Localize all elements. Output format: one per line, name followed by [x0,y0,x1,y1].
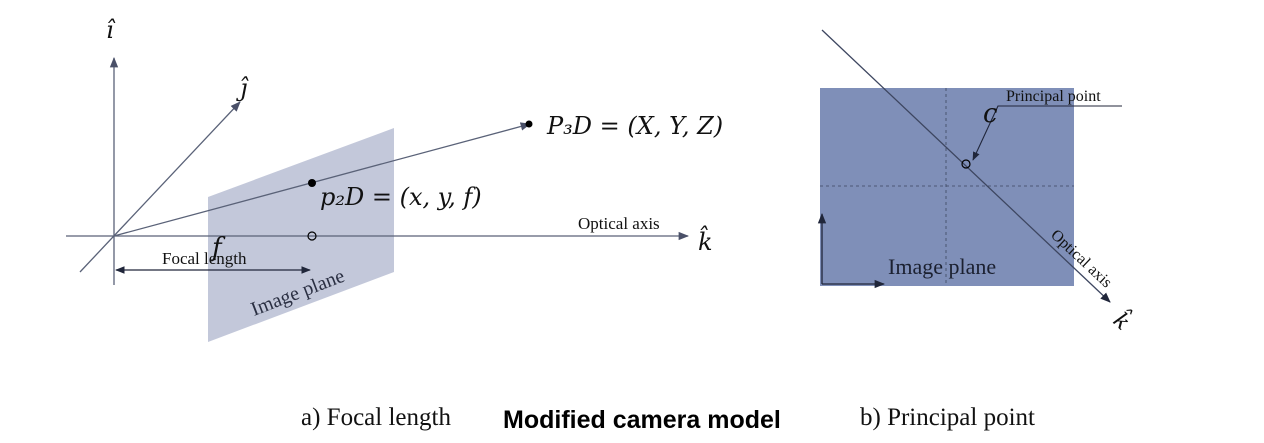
diagram-a: î ĵ k̂ P₃D = (X, Y, Z) p₂D = (x, y, f) O… [66,16,723,342]
principal-point-a [307,231,317,241]
p3d-label: P₃D = (X, Y, Z) [546,112,723,140]
caption-a: a) Focal length [301,404,451,431]
principal-point-label: Principal point [1006,88,1101,105]
axis-j-line [79,101,241,273]
figure-title: Modified camera model [503,406,781,434]
p2d-point [308,179,316,187]
projection-ray [113,122,532,237]
axis-k-b-label: k̂ [1108,305,1137,335]
p2d-label: p₂D = (x, y, f) [320,183,482,211]
caption-b: b) Principal point [860,404,1035,431]
axis-i-label: î [106,16,116,44]
image-plane-a [208,128,394,342]
c-symbol: c [983,99,998,129]
axis-j-label: ĵ [236,74,249,102]
principal-point-b [961,159,971,169]
p3d-point [525,120,533,128]
focal-length-label: Focal length [162,249,247,268]
optical-axis-b-line [821,29,1111,303]
optical-axis-a-label: Optical axis [578,214,660,233]
diagram-b: Principal point c Image plane Optical ax… [817,29,1137,335]
image-plane-b [820,88,1074,286]
axis-k-label: k̂ [698,225,713,256]
image-plane-b-label: Image plane [888,254,996,279]
principal-point-leader [972,105,1122,161]
